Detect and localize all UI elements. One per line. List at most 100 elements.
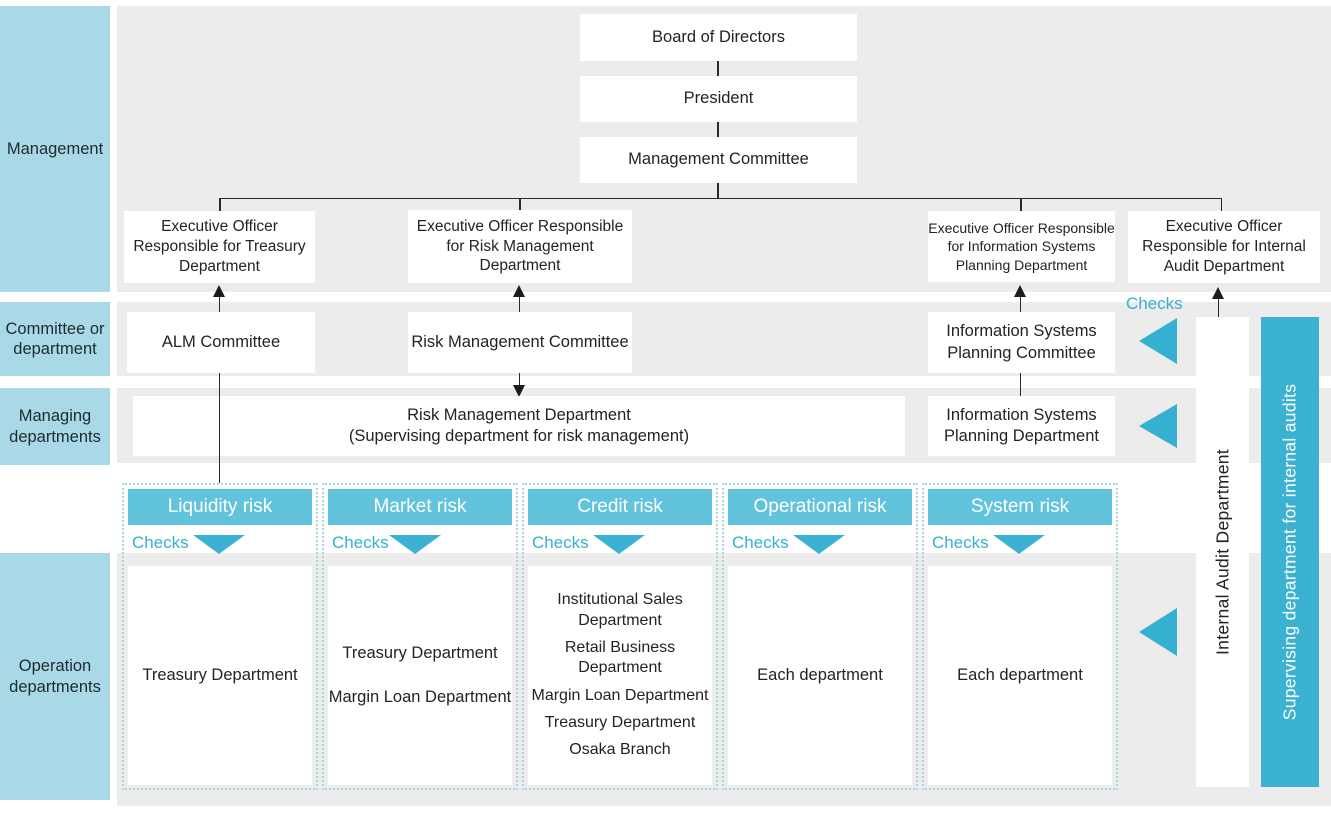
management-committee-box: Management Committee [580,137,857,183]
checks-down-arrow-icon [592,535,645,554]
alm-committee-box: ALM Committee [127,312,315,373]
checks-left-arrow-icon [1139,404,1177,448]
department-item: Margin Loan Department [531,686,709,704]
department-item: Treasury Department [544,713,696,731]
sidebar-row-label: Management [6,139,104,158]
committee-row-band [117,302,1331,376]
risk-column-departments: Institutional Sales Department Retail Bu… [528,566,712,785]
checks-label: Checks [132,533,189,552]
alm-committee-label: ALM Committee [161,332,281,351]
arrow-up-icon [513,285,525,297]
risk-management-committee-label: Risk Management Committee [411,332,629,351]
checks-down-arrow-icon [992,535,1045,554]
department-item: Retail Business Department [564,639,676,677]
risk-column-market: Market risk Checks Treasury Department M… [322,483,518,790]
risk-column-departments: Treasury Department Margin Loan Departme… [328,566,512,785]
risk-column-title: System risk [970,496,1070,517]
internal-audit-department-bar: Internal Audit Department [1196,317,1249,787]
checks-label: Checks [932,533,989,552]
exec-treasury-label: Executive Officer Responsible for Treasu… [133,218,306,275]
connector-line [717,183,719,198]
info-systems-committee-label: Information Systems Planning Committee [946,322,1097,362]
risk-column-header: Liquidity risk [128,489,312,525]
checks-left-arrow-icon [1139,318,1177,364]
risk-column-credit: Credit risk Checks Institutional Sales D… [522,483,718,790]
department-item: Each department [957,665,1083,684]
risk-column-departments: Each department [728,566,912,785]
connector-line [717,122,719,137]
risk-management-department-label: Risk Management Department [407,405,631,424]
connector-line [518,296,520,312]
risk-column-header: Operational risk [728,489,912,525]
supervising-department-label: Supervising department for internal audi… [1279,383,1300,721]
president-label: President [683,89,754,108]
checks-row: Checks [132,530,312,556]
checks-down-arrow-icon [388,535,441,554]
board-of-directors-box: Board of Directors [580,14,857,61]
risk-column-header: System risk [928,489,1112,525]
risk-management-committee-box: Risk Management Committee [408,312,632,373]
arrow-up-icon [213,285,225,297]
department-item: Each department [757,665,883,684]
connector-line [1020,198,1022,211]
sidebar-row-label: Committee or department [5,319,105,358]
risk-column-title: Market risk [373,496,467,517]
department-item: Institutional Sales Department [557,591,683,629]
board-of-directors-label: Board of Directors [652,27,785,46]
risk-column-title: Operational risk [753,496,887,517]
checks-row: Checks [332,530,512,556]
exec-risk-management-label: Executive Officer Responsible for Risk M… [416,217,624,275]
department-item: Osaka Branch [569,741,671,759]
connector-line [218,373,220,483]
connector-line [1019,373,1021,396]
risk-column-departments: Each department [928,566,1112,785]
sidebar-row-operation: Operation departments [0,553,110,800]
supervising-department-bar: Supervising department for internal audi… [1261,317,1319,787]
risk-column-system: System risk Checks Each department [922,483,1118,790]
connector-line [1019,296,1021,312]
department-item: Margin Loan Department [328,687,512,706]
sidebar-row-label: Managing departments [9,407,101,446]
checks-label: Checks [1126,294,1183,313]
connector-line [218,296,220,312]
info-systems-department-box: Information Systems Planning Department [928,396,1115,456]
sidebar-row-management: Management [0,6,110,292]
checks-down-arrow-icon [792,535,845,554]
connector-line [219,198,221,211]
department-item: Treasury Department [142,665,298,684]
exec-info-systems-label: Executive Officer Responsible for Inform… [928,220,1115,273]
risk-column-departments: Treasury Department [128,566,312,785]
info-systems-department-label: Information Systems Planning Department [943,405,1099,445]
checks-label: Checks [532,533,589,552]
risk-column-liquidity: Liquidity risk Checks Treasury Departmen… [122,483,318,790]
risk-management-department-box: Risk Management Department (Supervising … [133,396,905,456]
connector-line [219,197,1222,199]
sidebar-row-committee: Committee or department [0,302,110,376]
info-systems-committee-box: Information Systems Planning Committee [928,312,1115,373]
management-committee-label: Management Committee [628,150,809,169]
checks-left-arrow-icon [1139,608,1177,656]
risk-column-title: Liquidity risk [167,496,273,517]
risk-column-title: Credit risk [577,496,663,517]
department-item: Treasury Department [342,644,498,663]
sidebar-row-label: Operation departments [9,657,101,696]
exec-treasury-box: Executive Officer Responsible for Treasu… [124,211,315,283]
arrow-up-icon [1014,285,1026,297]
connector-line [518,373,520,387]
checks-row: Checks [732,530,912,556]
risk-management-department-sublabel: (Supervising department for risk managem… [348,427,690,445]
sidebar-row-managing: Managing departments [0,388,110,465]
checks-down-arrow-icon [192,535,245,554]
president-box: President [580,76,857,122]
checks-row: Checks [932,530,1112,556]
checks-label: Checks [732,533,789,552]
connector-line [1220,198,1222,211]
risk-column-operational: Operational risk Checks Each department [722,483,918,790]
exec-internal-audit-box: Executive Officer Responsible for Intern… [1128,211,1320,283]
checks-row: Checks [532,530,712,556]
connector-line [1217,298,1219,317]
arrow-up-icon [1212,287,1224,299]
exec-internal-audit-label: Executive Officer Responsible for Intern… [1142,218,1306,275]
exec-info-systems-box: Executive Officer Responsible for Inform… [928,211,1115,282]
